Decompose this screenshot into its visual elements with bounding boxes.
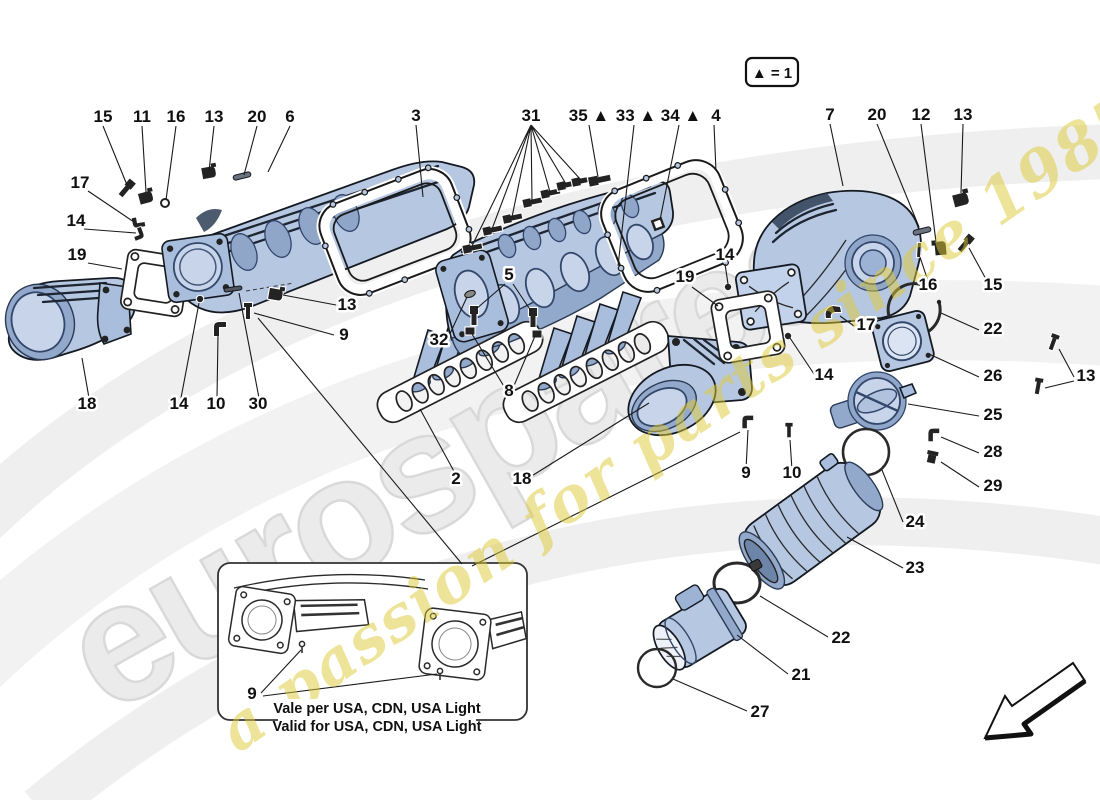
inset-note-line2: Valid for USA, CDN, USA Light — [273, 719, 482, 735]
bolt-14-right-upper — [723, 282, 733, 292]
washer-14 — [195, 294, 205, 304]
washer-16 — [160, 198, 170, 208]
bolt-14-right-lower — [783, 331, 793, 341]
callout-18-mid: 18 — [513, 469, 532, 488]
pin-30 — [223, 285, 243, 293]
callout-13-far-right: 13 — [1077, 366, 1096, 385]
inset-bolts-9 — [298, 640, 444, 680]
callout-labels: 15 11 16 13 20 6 3 31 35 ▲ 33 ▲ 34 ▲ 4 7… — [64, 103, 1098, 724]
stick-20 — [232, 171, 252, 181]
part-25-throttle-body-drawing — [829, 371, 918, 431]
callout-14-right-lower: 14 — [815, 365, 834, 384]
callout-8: 8 — [504, 381, 513, 400]
part-7-plenum-drawing — [734, 189, 922, 331]
direction-arrow — [983, 661, 1087, 741]
clip-34 — [650, 216, 666, 232]
callout-28: 28 — [984, 442, 1003, 461]
part-2-runner-gasket-drawing — [376, 320, 544, 424]
callout-14-mid: 14 — [170, 394, 189, 413]
callout-31: 31 — [522, 106, 541, 125]
leader-fan-31 — [471, 124, 582, 247]
callout-14-left: 14 — [67, 211, 86, 230]
callout-35: 35 ▲ — [569, 106, 609, 125]
hardware-fasteners — [116, 161, 1061, 466]
washer-32 — [464, 289, 476, 299]
callout-33: 33 ▲ — [616, 106, 656, 125]
callout-10-right: 10 — [783, 463, 802, 482]
callout-10-mid: 10 — [207, 394, 226, 413]
stick-20-right — [912, 226, 932, 236]
part-3-gasket-drawing — [316, 164, 474, 298]
callout-30: 30 — [249, 394, 268, 413]
callout-29: 29 — [984, 476, 1003, 495]
legend-box: ▲ = 1 — [744, 56, 800, 88]
callout-15-right: 15 — [984, 275, 1003, 294]
callout-3: 3 — [411, 106, 420, 125]
callout-26: 26 — [984, 366, 1003, 385]
inset-note-line1: Vale per USA, CDN, USA Light — [273, 701, 480, 717]
callout-22-snap-ring: 22 — [984, 319, 1003, 338]
callout-34: 34 ▲ — [661, 106, 701, 125]
part-27-oring-drawing — [636, 647, 678, 689]
clip-17-right — [824, 304, 843, 320]
callout-6: 6 — [285, 107, 294, 126]
part-18-runner-gasket-drawing — [502, 320, 670, 424]
callout-32: 32 — [430, 330, 449, 349]
callout-2: 2 — [451, 469, 460, 488]
callout-9-inset: 9 — [247, 684, 256, 703]
callout-13-top-left: 13 — [205, 107, 224, 126]
callout-12: 12 — [912, 105, 931, 124]
callout-15-top-left: 15 — [94, 107, 113, 126]
part-21-maf-sensor-drawing — [652, 584, 747, 671]
callout-7: 7 — [825, 105, 834, 124]
part-22-clamp-drawing — [712, 558, 763, 605]
callout-20-top-left: 20 — [248, 107, 267, 126]
legend-text: ▲ = 1 — [752, 65, 792, 82]
part-23-duct-drawing — [738, 453, 884, 590]
callout-22-clamp: 22 — [832, 628, 851, 647]
callout-19-right: 19 — [676, 267, 695, 286]
callout-5: 5 — [504, 265, 513, 284]
part-26-flange-drawing — [871, 310, 935, 372]
callout-19-left: 19 — [68, 245, 87, 264]
callout-16-right: 16 — [919, 275, 938, 294]
part-18-left-cover-drawing — [4, 277, 136, 361]
callout-17-left: 17 — [71, 173, 90, 192]
callout-9-mid: 9 — [339, 325, 348, 344]
callout-14-right-upper: 14 — [716, 245, 735, 264]
callout-16-top-left: 16 — [167, 107, 186, 126]
callout-11: 11 — [133, 107, 151, 126]
callout-21: 21 — [792, 665, 811, 684]
callout-18-left: 18 — [78, 394, 97, 413]
callout-9-right: 9 — [741, 463, 750, 482]
callout-25: 25 — [984, 405, 1003, 424]
callout-23: 23 — [906, 558, 925, 577]
part-4-gasket-drawing — [598, 157, 746, 295]
callout-17-right: 17 — [857, 315, 876, 334]
part-19-right-gasket-drawing — [710, 290, 786, 364]
callout-4: 4 — [711, 106, 721, 125]
inset-variant-box — [217, 562, 528, 721]
callout-13-mid: 13 — [338, 295, 357, 314]
inset-line-art — [227, 573, 528, 681]
callout-13-top-right: 13 — [954, 105, 973, 124]
callout-24: 24 — [906, 512, 925, 531]
callout-27: 27 — [751, 702, 770, 721]
inset-note: Vale per USA, CDN, USA Light Valid for U… — [273, 699, 482, 737]
callout-20-top-right: 20 — [868, 105, 887, 124]
leader-lines — [81, 123, 1075, 712]
